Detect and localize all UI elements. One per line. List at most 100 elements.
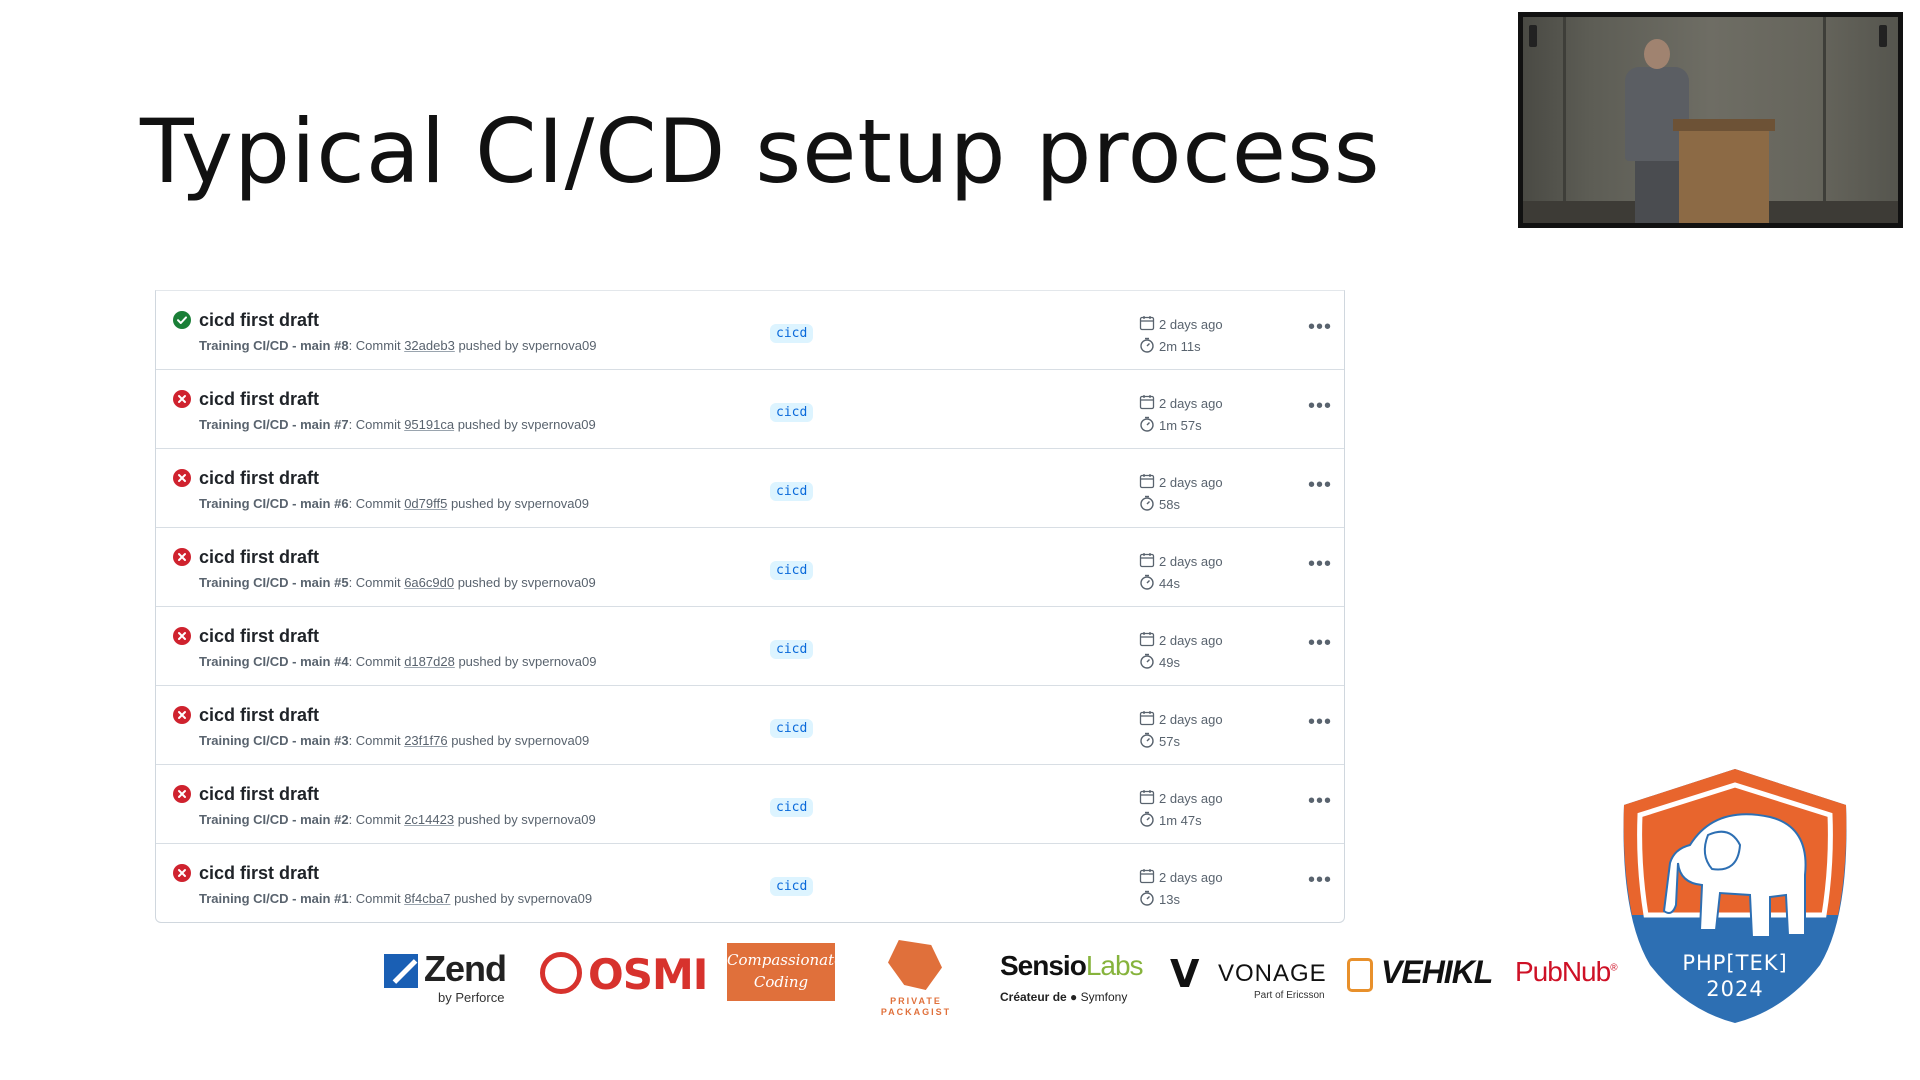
calendar-icon bbox=[1139, 315, 1155, 334]
run-title-link[interactable]: cicd first draft bbox=[199, 784, 320, 804]
calendar-icon bbox=[1139, 631, 1155, 650]
kebab-horizontal-icon[interactable]: ••• bbox=[1308, 474, 1333, 496]
kebab-horizontal-icon[interactable]: ••• bbox=[1308, 790, 1333, 812]
run-date: 2 days ago bbox=[1139, 710, 1223, 729]
run-date: 2 days ago bbox=[1139, 315, 1223, 334]
run-duration: 57s bbox=[1139, 732, 1180, 751]
stopwatch-icon bbox=[1139, 653, 1155, 672]
commit-sha-link[interactable]: 8f4cba7 bbox=[404, 891, 451, 906]
speaker-video-frame bbox=[1523, 17, 1898, 223]
commit-sha-link[interactable]: 95191ca bbox=[404, 417, 455, 432]
run-subtitle: Training CI/CD - main #1: Commit 8f4cba7… bbox=[199, 891, 593, 906]
vehikl-logo: VEHIKL bbox=[1347, 952, 1497, 1002]
x-circle-icon bbox=[173, 627, 191, 645]
branch-label[interactable]: cicd bbox=[770, 324, 814, 343]
run-title-link[interactable]: cicd first draft bbox=[199, 705, 320, 725]
sponsor-logos: Zend by Perforce OSMI Compassionate Codi… bbox=[375, 940, 1625, 1020]
calendar-icon bbox=[1139, 710, 1155, 729]
run-duration: 49s bbox=[1139, 653, 1180, 672]
x-circle-icon bbox=[173, 548, 191, 566]
calendar-icon bbox=[1139, 552, 1155, 571]
branch-label[interactable]: cicd bbox=[770, 482, 814, 501]
branch-label[interactable]: cicd bbox=[770, 561, 814, 580]
speaker-figure bbox=[1635, 157, 1679, 223]
run-date: 2 days ago bbox=[1139, 552, 1223, 571]
commit-sha-link[interactable]: 32adeb3 bbox=[404, 338, 455, 353]
kebab-horizontal-icon[interactable]: ••• bbox=[1308, 632, 1333, 654]
run-subtitle: Training CI/CD - main #4: Commit d187d28… bbox=[199, 654, 597, 669]
stopwatch-icon bbox=[1139, 495, 1155, 514]
run-title-link[interactable]: cicd first draft bbox=[199, 626, 320, 646]
run-subtitle: Training CI/CD - main #7: Commit 95191ca… bbox=[199, 417, 596, 432]
kebab-horizontal-icon[interactable]: ••• bbox=[1308, 316, 1333, 338]
branch-label[interactable]: cicd bbox=[770, 798, 814, 817]
commit-sha-link[interactable]: 23f1f76 bbox=[404, 733, 448, 748]
compassionate-coding-logo: Compassionate Coding bbox=[727, 943, 843, 1001]
zend-mark-icon bbox=[384, 954, 418, 988]
sensiolabs-logo: SensioLabs Créateur de ● Symfony bbox=[1000, 950, 1144, 1004]
run-duration: 58s bbox=[1139, 495, 1180, 514]
run-date: 2 days ago bbox=[1139, 394, 1223, 413]
stopwatch-icon bbox=[1139, 890, 1155, 909]
run-date: 2 days ago bbox=[1139, 473, 1223, 492]
run-subtitle: Training CI/CD - main #3: Commit 23f1f76… bbox=[199, 733, 590, 748]
slide-title: Typical CI/CD setup process bbox=[140, 100, 1381, 203]
packagist-box-icon bbox=[888, 940, 942, 990]
kebab-horizontal-icon[interactable]: ••• bbox=[1308, 711, 1333, 733]
calendar-icon bbox=[1139, 868, 1155, 887]
run-date: 2 days ago bbox=[1139, 631, 1223, 650]
commit-sha-link[interactable]: 6a6c9d0 bbox=[404, 575, 455, 590]
stopwatch-icon bbox=[1139, 732, 1155, 751]
run-duration: 1m 47s bbox=[1139, 811, 1202, 830]
calendar-icon bbox=[1139, 473, 1155, 492]
branch-label[interactable]: cicd bbox=[770, 640, 814, 659]
kebab-horizontal-icon[interactable]: ••• bbox=[1308, 869, 1333, 891]
osmi-logo: OSMI bbox=[540, 948, 708, 1002]
vonage-logo: V VONAGE Part of Ericsson bbox=[1170, 952, 1327, 1001]
phptek-2024-badge: PHP[TEK] 2024 bbox=[1620, 765, 1850, 1025]
commit-sha-link[interactable]: 2c14423 bbox=[404, 812, 455, 827]
run-title-link[interactable]: cicd first draft bbox=[199, 310, 320, 330]
x-circle-icon bbox=[173, 864, 191, 882]
run-title-link[interactable]: cicd first draft bbox=[199, 468, 320, 488]
run-duration: 13s bbox=[1139, 890, 1180, 909]
check-circle-icon bbox=[173, 311, 191, 329]
private-packagist-logo: PRIVATE PACKAGIST bbox=[880, 940, 956, 1020]
branch-label[interactable]: cicd bbox=[770, 719, 814, 738]
calendar-icon bbox=[1139, 394, 1155, 413]
stopwatch-icon bbox=[1139, 574, 1155, 593]
branch-label[interactable]: cicd bbox=[770, 877, 814, 896]
run-duration: 2m 11s bbox=[1139, 337, 1201, 356]
run-title-link[interactable]: cicd first draft bbox=[199, 389, 320, 409]
run-subtitle: Training CI/CD - main #8: Commit 32adeb3… bbox=[199, 338, 597, 353]
stopwatch-icon bbox=[1139, 416, 1155, 435]
osmi-mark-icon bbox=[540, 952, 582, 994]
run-title-link[interactable]: cicd first draft bbox=[199, 863, 320, 883]
stopwatch-icon bbox=[1139, 811, 1155, 830]
calendar-icon bbox=[1139, 789, 1155, 808]
elephant-icon bbox=[1662, 813, 1807, 938]
kebab-horizontal-icon[interactable]: ••• bbox=[1308, 553, 1333, 575]
kebab-horizontal-icon[interactable]: ••• bbox=[1308, 395, 1333, 417]
run-title-link[interactable]: cicd first draft bbox=[199, 547, 320, 567]
commit-sha-link[interactable]: 0d79ff5 bbox=[404, 496, 448, 511]
branch-label[interactable]: cicd bbox=[770, 403, 814, 422]
run-duration: 44s bbox=[1139, 574, 1180, 593]
speaker-video bbox=[1518, 12, 1903, 228]
run-subtitle: Training CI/CD - main #5: Commit 6a6c9d0… bbox=[199, 575, 596, 590]
pubnub-logo: PubNub® bbox=[1515, 956, 1618, 987]
symfony-icon: ● bbox=[1070, 990, 1078, 1004]
zend-logo: Zend by Perforce bbox=[380, 946, 510, 1006]
x-circle-icon bbox=[173, 706, 191, 724]
x-circle-icon bbox=[173, 785, 191, 803]
commit-sha-link[interactable]: d187d28 bbox=[404, 654, 455, 669]
